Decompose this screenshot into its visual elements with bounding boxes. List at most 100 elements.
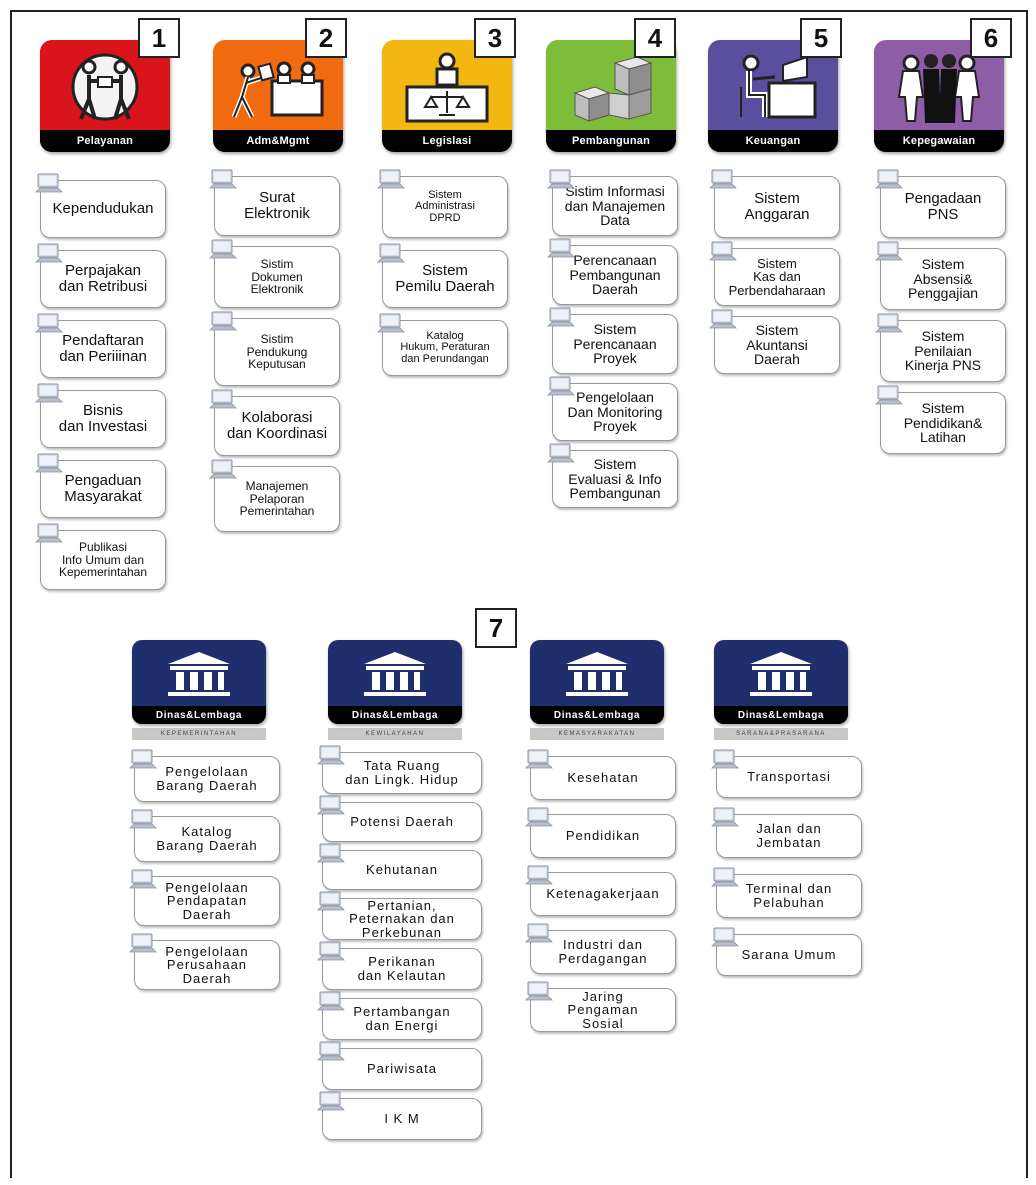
service-item-button[interactable]: I K M [317, 1091, 482, 1140]
menu-item-button[interactable]: Sistem Absensi& Penggajian [875, 241, 1006, 310]
service-item-button[interactable]: Pariwisata [317, 1041, 482, 1090]
service-item-button[interactable]: Pengelolaan Perusahaan Daerah [129, 933, 280, 990]
service-item-button[interactable]: Tata Ruang dan Lingk. Hidup [317, 745, 482, 794]
module-tile[interactable]: Legislasi [382, 40, 512, 152]
menu-item-button[interactable]: Sistem Perencanaan Proyek [547, 307, 678, 374]
menu-item-label: Sistem Kas dan Perbendaharaan [728, 255, 826, 298]
module-caption: Kepegawaian [874, 130, 1004, 152]
computer-icon [129, 869, 157, 889]
service-item-label: I K M [384, 1111, 420, 1127]
computer-icon [35, 383, 63, 403]
module-tile[interactable]: Kepegawaian [874, 40, 1004, 152]
service-item-label: Kehutanan [366, 862, 438, 878]
menu-item-button[interactable]: Manajemen Pelaporan Pemerintahan [209, 459, 340, 532]
menu-item-button[interactable]: Pengelolaan Dan Monitoring Proyek [547, 376, 678, 441]
menu-item-button[interactable]: Sistem Penilaian Kinerja PNS [875, 313, 1006, 382]
menu-item-button[interactable]: Sistem Evaluasi & Info Pembangunan [547, 443, 678, 508]
service-item-label: Terminal dan Pelabuhan [745, 881, 833, 910]
menu-item-button[interactable]: Kependudukan [35, 173, 166, 238]
menu-item-label: Publikasi Info Umum dan Kepemerintahan [58, 540, 148, 580]
service-item-button[interactable]: Pendidikan [525, 807, 676, 858]
service-item-button[interactable]: Transportasi [711, 749, 862, 798]
menu-item-button[interactable]: Kolaborasi dan Koordinasi [209, 389, 340, 456]
service-item-button[interactable]: Pengelolaan Pendapatan Daerah [129, 869, 280, 926]
computer-icon [209, 459, 237, 479]
service-item-button[interactable]: Kesehatan [525, 749, 676, 800]
computer-icon [709, 241, 737, 261]
service-item-button[interactable]: Katalog Barang Daerah [129, 809, 280, 862]
menu-item-button[interactable]: Bisnis dan Investasi [35, 383, 166, 448]
service-item-button[interactable]: Sarana Umum [711, 927, 862, 976]
number-box-2: 2 [305, 18, 347, 58]
service-item-button[interactable]: Pengelolaan Barang Daerah [129, 749, 280, 802]
number-box-4: 4 [634, 18, 676, 58]
computer-icon [711, 749, 739, 769]
module-legislasi: Legislasi [382, 40, 517, 152]
service-item-label: Pengelolaan Barang Daerah [156, 764, 258, 793]
module-caption: Pelayanan [40, 130, 170, 152]
menu-item-label: Pendaftaran dan Periiinan [59, 332, 147, 365]
dinas-tile[interactable]: Dinas&Lembaga [530, 640, 664, 724]
menu-item-button[interactable]: Sistim Pendukung Keputusan [209, 311, 340, 386]
computer-icon [547, 376, 575, 396]
service-item-button[interactable]: Kehutanan [317, 843, 482, 890]
menu-item-button[interactable]: Pengadaan PNS [875, 169, 1006, 238]
dinas-tile[interactable]: Dinas&Lembaga [714, 640, 848, 724]
menu-item-button[interactable]: Sistim Dokumen Elektronik [209, 239, 340, 308]
service-item-button[interactable]: Pertambangan dan Energi [317, 991, 482, 1040]
module-tile[interactable]: Adm&Mgmt [213, 40, 343, 152]
menu-item-button[interactable]: Sistem Akuntansi Daerah [709, 309, 840, 374]
computer-icon [317, 941, 345, 961]
menu-item-button[interactable]: Sistem Pemilu Daerah [377, 243, 508, 308]
computer-icon [317, 991, 345, 1011]
service-item-button[interactable]: Industri dan Perdagangan [525, 923, 676, 974]
desk-worker-icon [708, 40, 838, 134]
module-caption: Adm&Mgmt [213, 130, 343, 152]
menu-item-button[interactable]: Publikasi Info Umum dan Kepemerintahan [35, 523, 166, 590]
module-tile[interactable]: Pelayanan [40, 40, 170, 152]
service-item-button[interactable]: Pertanian, Peternakan dan Perkebunan [317, 891, 482, 940]
service-item-button[interactable]: Ketenagakerjaan [525, 865, 676, 916]
dinas-tile[interactable]: Dinas&Lembaga [328, 640, 462, 724]
service-item-button[interactable]: Terminal dan Pelabuhan [711, 867, 862, 918]
module-kepegawaian: Kepegawaian [874, 40, 1009, 152]
diagram-frame [10, 10, 1028, 1178]
government-building-icon [328, 640, 462, 706]
menu-item-button[interactable]: Sistem Pendidikan& Latihan [875, 385, 1006, 454]
menu-item-button[interactable]: Sistem Administrasi DPRD [377, 169, 508, 238]
service-item-button[interactable]: Jaring Pengaman Sosial [525, 981, 676, 1032]
menu-item-button[interactable]: Perencanaan Pembangunan Daerah [547, 238, 678, 305]
service-item-button[interactable]: Perikanan dan Kelautan [317, 941, 482, 990]
menu-item-button[interactable]: Katalog Hukum, Peraturan dan Perundangan [377, 313, 508, 376]
government-building-icon [132, 640, 266, 706]
dinas-tile[interactable]: Dinas&Lembaga [132, 640, 266, 724]
computer-icon [525, 749, 553, 769]
service-item-button[interactable]: Jalan dan Jembatan [711, 807, 862, 858]
computer-icon [525, 923, 553, 943]
module-tile[interactable]: Pembangunan [546, 40, 676, 152]
menu-item-button[interactable]: Sistem Kas dan Perbendaharaan [709, 241, 840, 306]
service-item-label: Pertanian, Peternakan dan Perkebunan [349, 897, 455, 940]
computer-icon [35, 523, 63, 543]
government-building-icon [530, 640, 664, 706]
service-item-label: Potensi Daerah [350, 814, 454, 830]
menu-item-label: Kependudukan [52, 200, 154, 218]
menu-item-button[interactable]: Surat Elektronik [209, 169, 340, 236]
computer-icon [711, 807, 739, 827]
module-tile[interactable]: Keuangan [708, 40, 838, 152]
service-item-button[interactable]: Potensi Daerah [317, 795, 482, 842]
menu-item-button[interactable]: Perpajakan dan Retribusi [35, 243, 166, 308]
computer-icon [711, 867, 739, 887]
menu-item-button[interactable]: Pendaftaran dan Periiinan [35, 313, 166, 378]
computer-icon [317, 1041, 345, 1061]
menu-item-button[interactable]: Sistem Anggaran [709, 169, 840, 238]
computer-icon [377, 169, 405, 189]
menu-item-button[interactable]: Pengaduan Masyarakat [35, 453, 166, 518]
blocks-icon [546, 40, 676, 134]
menu-item-button[interactable]: Sistim Informasi dan Manajemen Data [547, 169, 678, 236]
